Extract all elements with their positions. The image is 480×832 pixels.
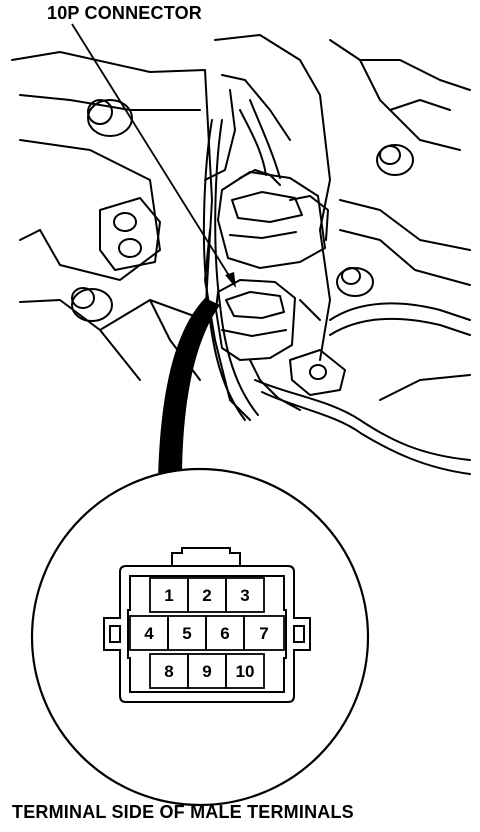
detail-leader	[158, 298, 220, 482]
pin-label-5: 5	[182, 624, 191, 643]
terminal-view-caption: TERMINAL SIDE OF MALE TERMINALS	[12, 802, 354, 822]
pin-label-10: 10	[236, 662, 255, 681]
connector-face	[103, 547, 311, 703]
callout-arrow	[71, 23, 236, 288]
connector-callout-label: 10P CONNECTOR	[47, 3, 202, 23]
pin-cell-10	[225, 653, 265, 689]
pin-label-3: 3	[240, 586, 249, 605]
pin-label-4: 4	[144, 624, 154, 643]
detail-magnifier-circle	[30, 467, 370, 807]
pin-label-9: 9	[202, 662, 211, 681]
pin-label-7: 7	[259, 624, 268, 643]
pin-label-1: 1	[164, 586, 173, 605]
engine-bay-line-art	[11, 34, 471, 475]
pin-label-8: 8	[164, 662, 173, 681]
pin-label-6: 6	[220, 624, 229, 643]
connector-pin-labels: 1 2 3 4 5 6 7 8 9 10	[144, 586, 268, 681]
pin-label-2: 2	[202, 586, 211, 605]
pin-cell-7	[243, 615, 285, 651]
pin-cell-3	[225, 577, 265, 613]
connector-pin-grid	[129, 577, 285, 689]
